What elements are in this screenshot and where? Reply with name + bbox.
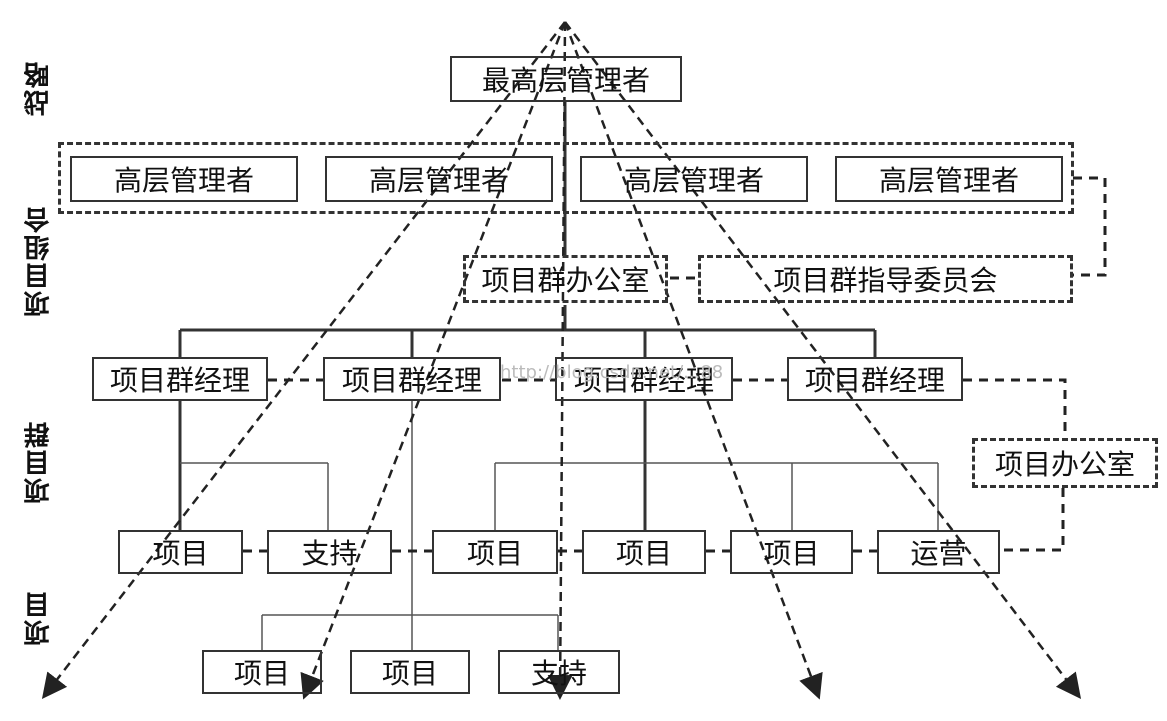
support-box-r5-3: 支持 [498,650,620,694]
project-box-r4-1: 项目 [118,530,243,574]
program-office-box: 项目群办公室 [463,255,668,303]
senior-manager-box-3: 高层管理者 [580,156,808,202]
top-executive-box: 最高层管理者 [450,56,682,102]
level-label-portfolio: 项目组合 [24,205,54,317]
level-label-strategy: 战略 [24,60,54,116]
level-label-program: 项目群 [24,420,54,504]
thin-connectors [180,400,939,650]
operations-box-r4-6: 运营 [877,530,1000,574]
program-manager-box-4: 项目群经理 [787,357,963,401]
watermark-text: http://blog.csdn.net/...88 [500,362,724,383]
project-box-r4-3: 项目 [432,530,558,574]
program-manager-box-2: 项目群经理 [323,357,501,401]
portfolio-group [58,142,1074,214]
steering-committee-box: 项目群指导委员会 [698,255,1073,303]
level-label-project: 项目 [24,590,54,646]
project-box-r5-2: 项目 [350,650,470,694]
senior-manager-box-2: 高层管理者 [325,156,553,202]
tree-connectors [178,100,877,530]
project-box-r4-4: 项目 [582,530,706,574]
project-box-r5-1: 项目 [202,650,322,694]
support-box-r4-2: 支持 [267,530,392,574]
senior-manager-box-1: 高层管理者 [70,156,298,202]
project-office-box: 项目办公室 [972,438,1158,488]
senior-manager-box-4: 高层管理者 [835,156,1063,202]
project-box-r4-5: 项目 [730,530,853,574]
program-manager-box-1: 项目群经理 [92,357,268,401]
program-manager-box-3: 项目群经理 [555,357,733,401]
